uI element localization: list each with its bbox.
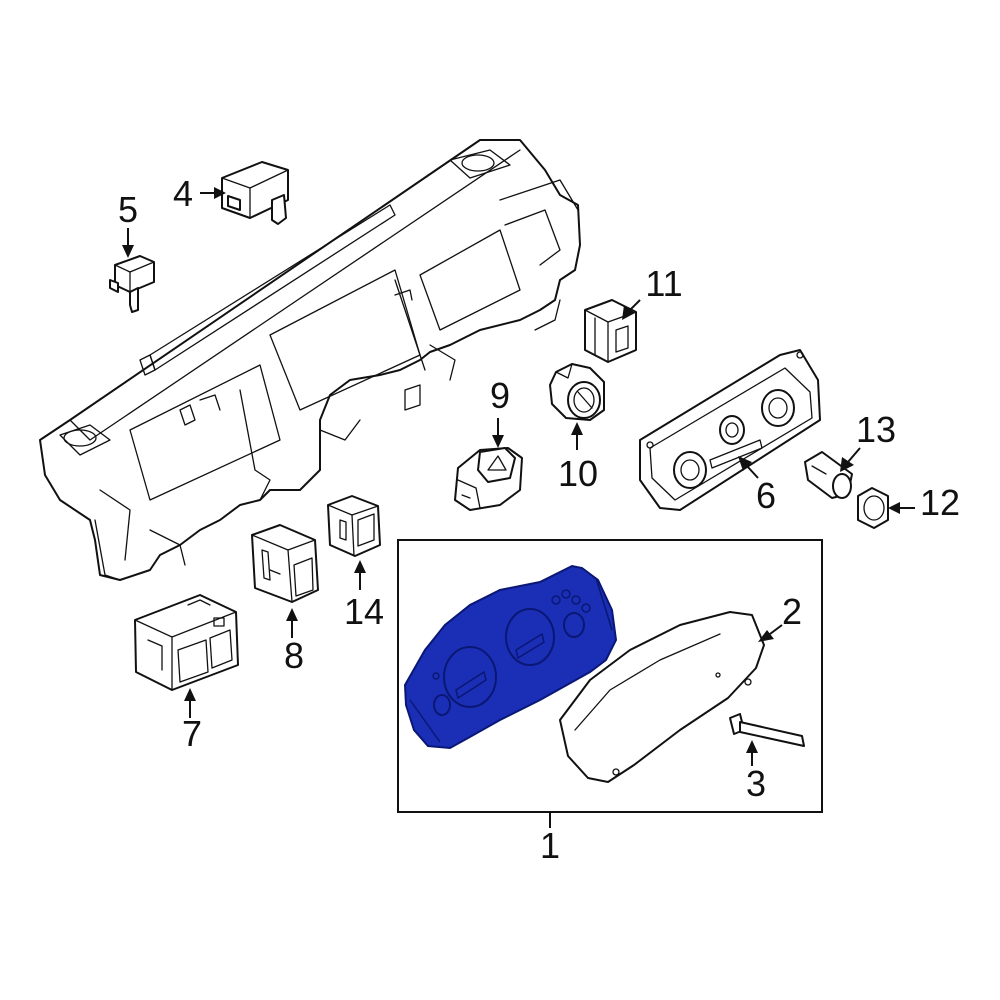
part-3-screw[interactable]	[729, 713, 805, 747]
instrument-panel	[39, 139, 581, 581]
assembly-frame	[397, 539, 823, 813]
part-14-switch[interactable]	[327, 495, 381, 557]
part-10-knob-switch[interactable]	[549, 363, 605, 421]
callout-2: 2	[782, 591, 802, 632]
part-1-instrument-cluster[interactable]	[403, 564, 618, 750]
part-5-switch[interactable]	[109, 255, 155, 313]
part-8-switch[interactable]	[251, 524, 319, 603]
callout-13: 13	[856, 409, 896, 450]
callout-9: 9	[490, 375, 510, 416]
callout-14: 14	[344, 591, 384, 632]
callout-5: 5	[118, 189, 138, 230]
part-6-climate-control[interactable]	[639, 349, 821, 511]
part-12-cap[interactable]	[857, 487, 889, 529]
part-9-hazard-switch[interactable]	[454, 447, 523, 511]
part-7-module[interactable]	[134, 594, 239, 691]
part-4-control-module[interactable]	[221, 161, 289, 225]
callout-3: 3	[746, 763, 766, 804]
part-13-socket[interactable]	[804, 451, 853, 499]
callout-12: 12	[920, 482, 960, 523]
callout-6: 6	[756, 475, 776, 516]
callout-8: 8	[284, 635, 304, 676]
callout-10: 10	[558, 453, 598, 494]
callout-labels: 4 5 11 9 10 13 6 12 14 8 7 2 3 1	[118, 173, 960, 866]
callout-11: 11	[645, 263, 682, 304]
callout-1: 1	[540, 825, 560, 866]
callout-4: 4	[173, 173, 193, 214]
callout-7: 7	[182, 713, 202, 754]
callout-arrows	[122, 187, 915, 828]
part-2-lens[interactable]	[559, 611, 765, 783]
